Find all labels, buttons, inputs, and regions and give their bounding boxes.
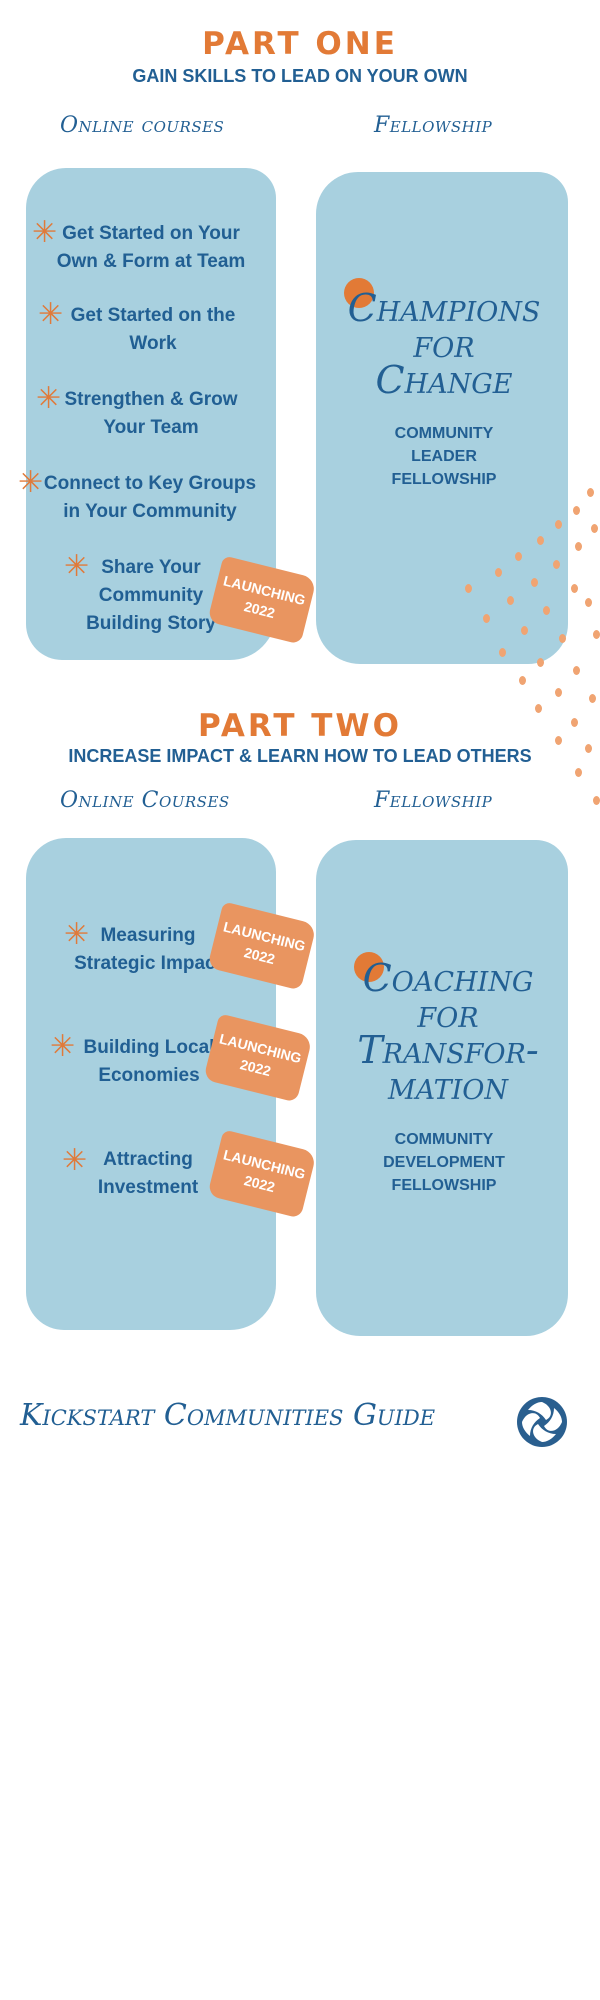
swirl-logo-icon[interactable] [516, 1396, 568, 1448]
part-two-title: PART TWO [198, 708, 402, 744]
asterisk-icon: ✳ [64, 550, 90, 583]
fellowship-heading: Fellowship [374, 788, 493, 813]
course-item[interactable]: Strengthen & Grow Your Team [64, 389, 238, 438]
fellowship-title[interactable]: Coaching for Transfor- mation [357, 956, 539, 1108]
part-one-subtitle: GAIN SKILLS TO LEAD ON YOUR OWN [132, 66, 468, 86]
orange-dot [354, 952, 384, 982]
course-item[interactable]: Building Local Economies [83, 1037, 215, 1086]
asterisk-icon: ✳ [32, 216, 58, 249]
asterisk-icon: ✳ [62, 1144, 88, 1177]
course-item[interactable]: Connect to Key Groups in Your Community [43, 473, 257, 522]
asterisk-icon: ✳ [36, 382, 62, 415]
asterisk-icon: ✳ [38, 298, 64, 331]
asterisk-icon: ✳ [18, 466, 44, 499]
course-item[interactable]: Get Started on the Work [70, 305, 236, 354]
course-item[interactable]: Get Started on Your Own & Form at Team [56, 223, 246, 272]
orange-dot [344, 278, 374, 308]
course-item[interactable]: Attracting Investment [97, 1149, 199, 1198]
footer-title: Kickstart Communities Guide [20, 1398, 436, 1433]
course-item[interactable]: Share Your Community Building Story [86, 557, 216, 634]
decorative-dots [455, 480, 600, 810]
part-one-title: PART ONE [202, 26, 398, 62]
fellowship-title[interactable]: Champions for Change [347, 286, 541, 402]
part-two-subtitle: INCREASE IMPACT & LEARN HOW TO LEAD OTHE… [68, 746, 532, 766]
asterisk-icon: ✳ [64, 918, 90, 951]
online-courses-heading: Online Courses [60, 788, 230, 813]
fellowship-heading: Fellowship [374, 113, 493, 138]
online-courses-heading: Online courses [60, 113, 225, 138]
fellowship-subtitle: COMMUNITY LEADER FELLOWSHIP [391, 425, 497, 488]
course-item[interactable]: Measuring Strategic Impact [74, 925, 222, 974]
fellowship-panel [316, 172, 568, 664]
fellowship-subtitle: COMMUNITY DEVELOPMENT FELLOWSHIP [383, 1131, 505, 1194]
asterisk-icon: ✳ [50, 1030, 76, 1063]
fellowship-panel [316, 840, 568, 1336]
